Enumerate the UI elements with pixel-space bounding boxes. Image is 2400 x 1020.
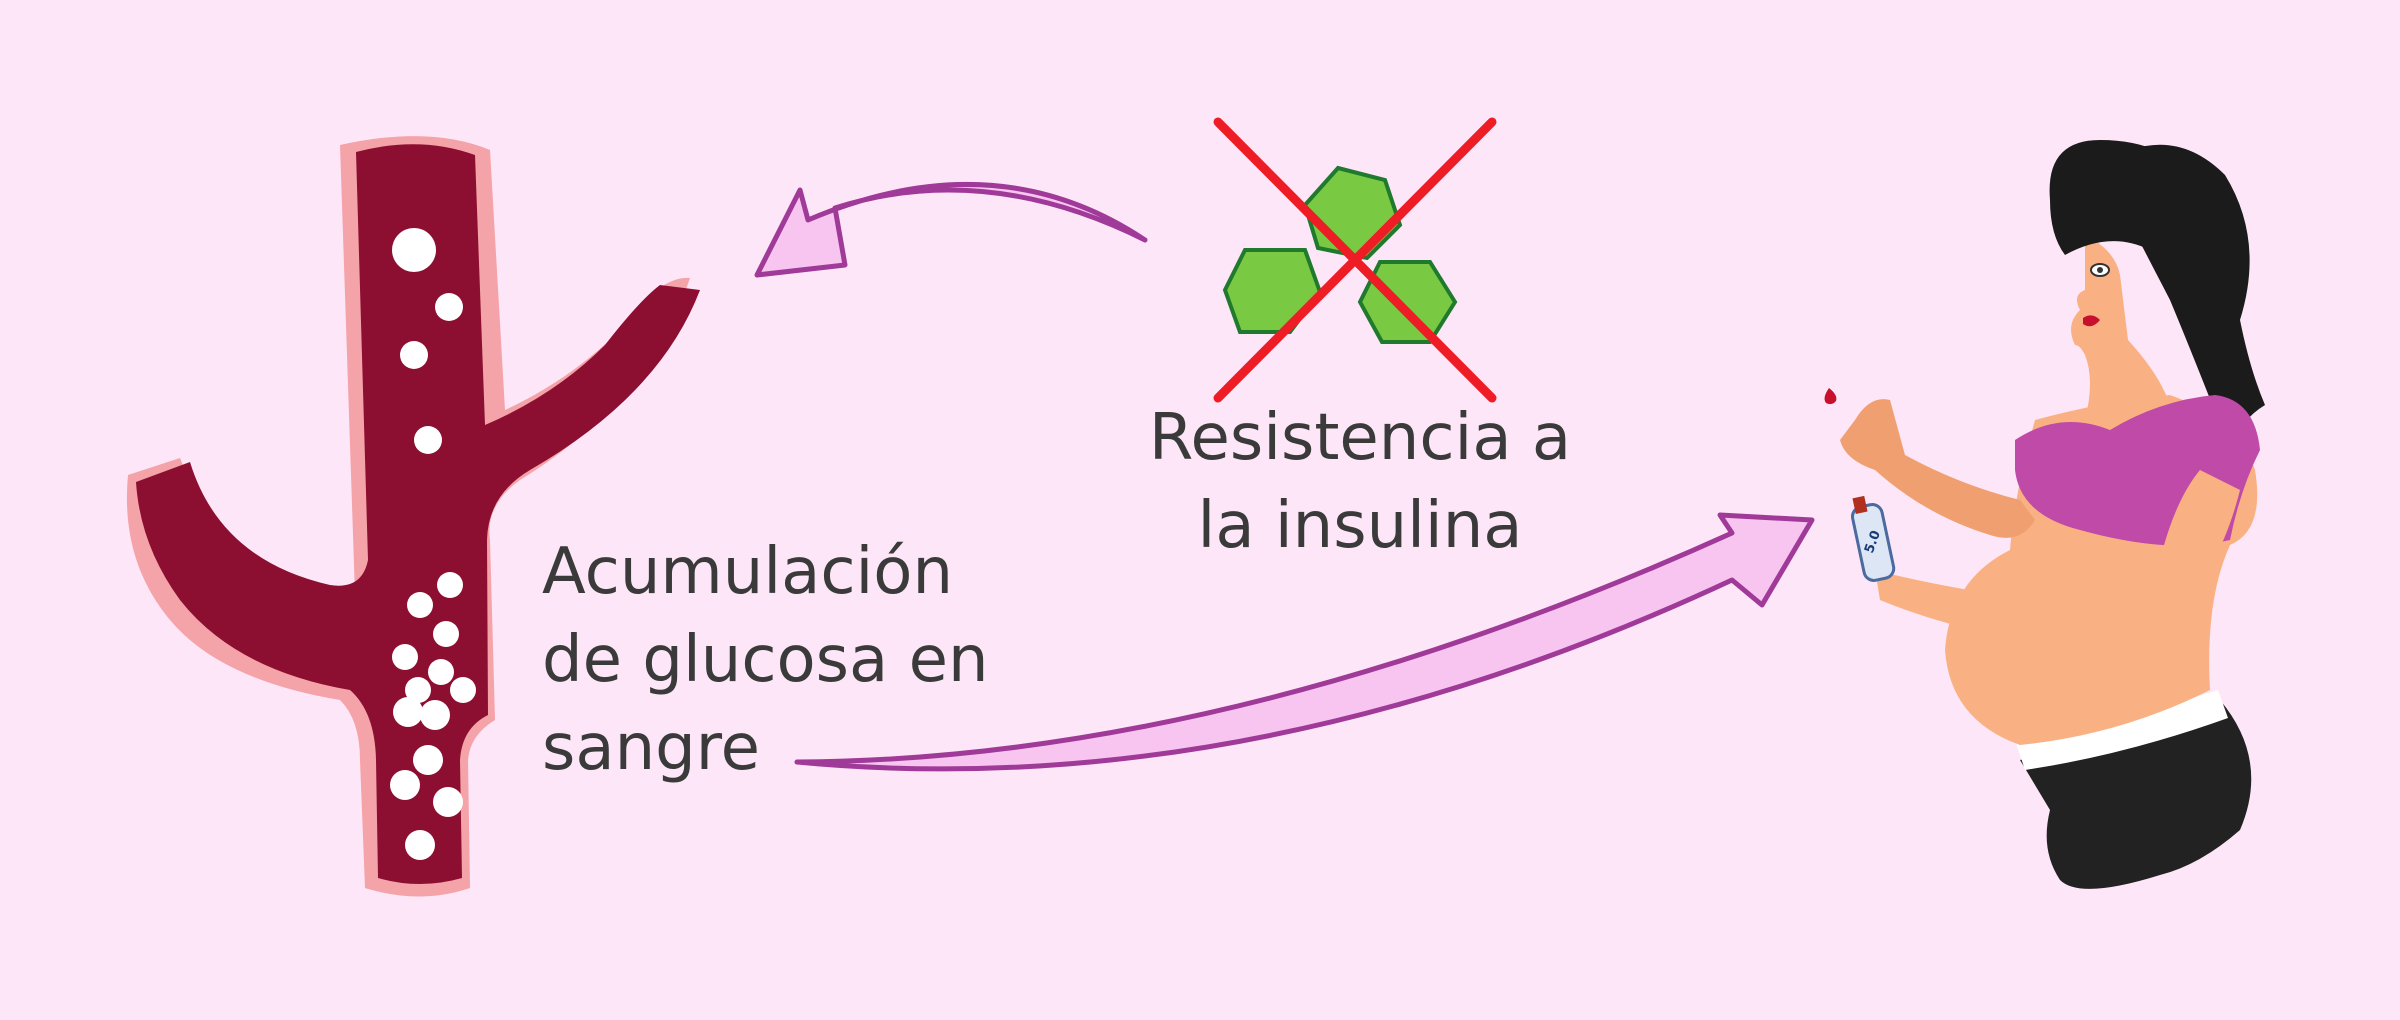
blood-vessel-icon	[126, 136, 700, 897]
glucose-particle	[435, 293, 463, 321]
cross-icon	[1213, 117, 1497, 403]
glucose-particle	[420, 700, 450, 730]
glucose-particle	[393, 697, 423, 727]
glucose-accumulation-line-1: Acumulación	[542, 535, 953, 609]
glucose-particle	[450, 677, 476, 703]
glucose-particle	[405, 677, 431, 703]
insulin-resistance-line-1: Resistencia a	[1148, 401, 1572, 475]
insulin-hexagon	[1357, 260, 1458, 344]
glucose-particle	[433, 621, 459, 647]
glucose-particle	[428, 659, 454, 685]
arrow-right-icon	[794, 512, 1815, 772]
glucose-particles	[390, 228, 476, 860]
glucose-particle	[392, 644, 418, 670]
glucometer-reading: 5.0	[1862, 529, 1884, 556]
arrow-left-icon	[754, 181, 1148, 278]
glucose-accumulation-line-2: de glucosa en	[542, 623, 989, 697]
glucose-particle	[413, 745, 443, 775]
glucose-particle	[400, 341, 428, 369]
glucose-accumulation-label: Acumulación de glucosa en sangre	[542, 528, 989, 792]
glucose-particle	[437, 572, 463, 598]
glucose-particle	[433, 787, 463, 817]
glucose-particle	[405, 830, 435, 860]
insulin-resistance-label: Resistencia a la insulina	[1090, 394, 1630, 570]
insulin-hexagon	[1222, 248, 1323, 334]
insulin-resistance-line-2: la insulina	[1197, 489, 1523, 563]
glucose-particle	[414, 426, 442, 454]
glucose-particle	[407, 592, 433, 618]
glucose-particle	[392, 228, 436, 272]
vessel-body	[136, 144, 700, 884]
glucose-accumulation-line-3: sangre	[542, 711, 761, 785]
pregnant-woman-icon: 5.0	[1824, 140, 2265, 889]
insulin-hexagon	[1302, 165, 1403, 261]
glucose-particle	[390, 770, 420, 800]
